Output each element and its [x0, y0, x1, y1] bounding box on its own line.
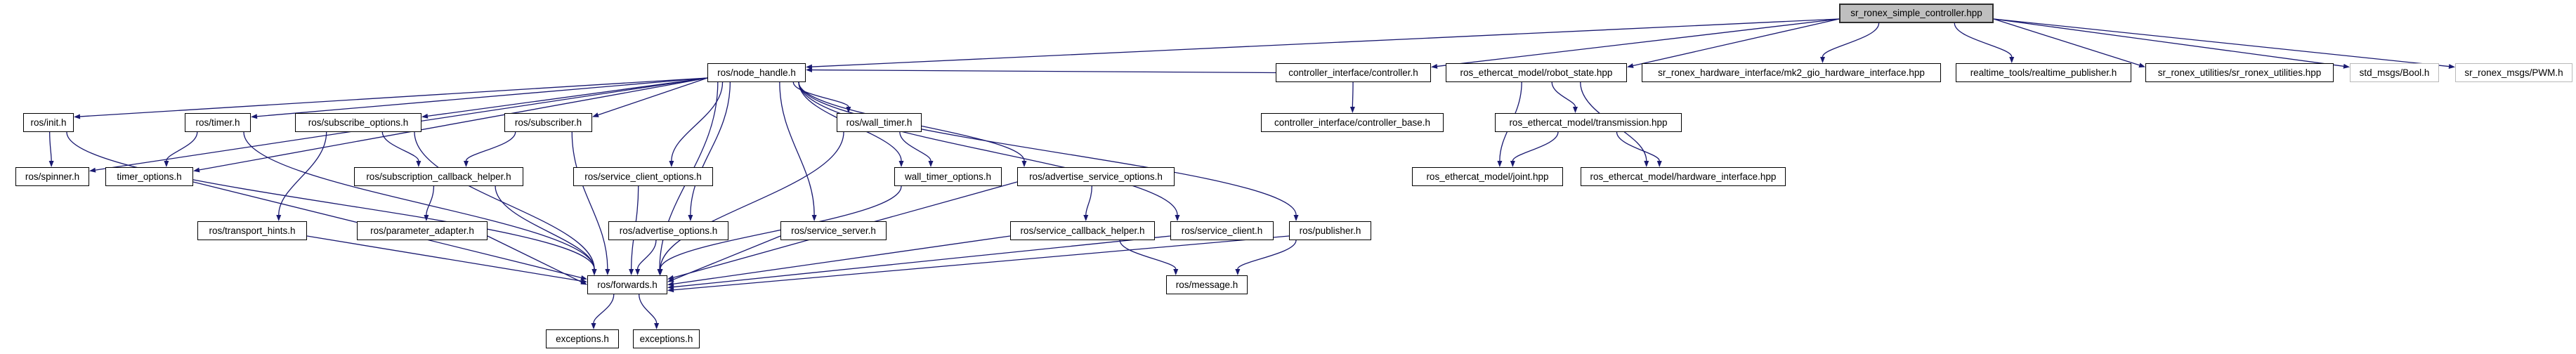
node-exceptions2[interactable]: exceptions.h [633, 329, 700, 348]
node-main: sr_ronex_simple_controller.hpp [1839, 4, 1994, 23]
edge-subscriber-forwards [571, 131, 610, 275]
node-subscription_callback_helper[interactable]: ros/subscription_callback_helper.h [354, 167, 523, 186]
edge-node_handle-service_client [798, 81, 1180, 221]
edge-robot_state-transmission [1551, 81, 1578, 113]
node-hardware_interface[interactable]: ros_ethercat_model/hardware_interface.hp… [1581, 167, 1786, 186]
node-service_client[interactable]: ros/service_client.h [1170, 221, 1274, 240]
edge-wall_timer-forwards [658, 131, 844, 275]
edge-service_client-forwards [667, 235, 1171, 290]
edge-node_handle-service_client_options [669, 81, 724, 167]
edge-main-robot_state [1627, 18, 1840, 68]
node-wall_timer[interactable]: ros/wall_timer.h [837, 113, 922, 132]
edge-service_server-forwards [667, 235, 781, 282]
node-service_client_options[interactable]: ros/service_client_options.h [573, 167, 713, 186]
edge-subscribe_options-subscription_callback_helper [381, 131, 421, 167]
node-service_callback_helper[interactable]: ros/service_callback_helper.h [1010, 221, 1155, 240]
edge-transport_hints-forwards [306, 235, 587, 284]
edge-forwards-exceptions2 [639, 294, 660, 329]
edge-node_handle-advertise_options [688, 81, 731, 221]
node-subscribe_options[interactable]: ros/subscribe_options.h [295, 113, 421, 132]
node-utilities[interactable]: sr_ronex_utilities/sr_ronex_utilities.hp… [2145, 63, 2334, 82]
edge-transmission-joint [1510, 131, 1559, 167]
node-wall_timer_options[interactable]: wall_timer_options.h [894, 167, 1002, 186]
node-advertise_options[interactable]: ros/advertise_options.h [608, 221, 728, 240]
node-node_handle[interactable]: ros/node_handle.h [707, 63, 806, 82]
edge-node_handle-publisher [798, 81, 1299, 221]
edge-node_handle-init [74, 77, 708, 119]
edge-subscribe_options-forwards [414, 131, 597, 275]
node-init[interactable]: ros/init.h [23, 113, 74, 132]
edge-main-pwm [1993, 18, 2455, 70]
node-controller[interactable]: controller_interface/controller.h [1276, 63, 1431, 82]
node-controller_base[interactable]: controller_interface/controller_base.h [1261, 113, 1444, 132]
edge-main-mk2_gio [1820, 22, 1880, 63]
node-realtime_pub[interactable]: realtime_tools/realtime_publisher.h [1956, 63, 2131, 82]
edge-timer-forwards [243, 131, 597, 275]
edge-wall_timer-wall_timer_options [899, 131, 934, 167]
edge-parameter_adapter-forwards [487, 235, 587, 285]
node-pwm: sr_ronex_msgs/PWM.h [2455, 63, 2572, 82]
node-timer_options[interactable]: timer_options.h [105, 167, 193, 186]
edge-transmission-hardware_interface [1616, 131, 1662, 167]
edge-main-controller [1431, 18, 1840, 69]
node-spinner[interactable]: ros/spinner.h [15, 167, 89, 186]
edge-node_handle-wall_timer [792, 81, 851, 113]
edge-service_callback_helper-message [1119, 240, 1179, 275]
node-forwards[interactable]: ros/forwards.h [587, 275, 667, 294]
node-joint[interactable]: ros_ethercat_model/joint.hpp [1412, 167, 1563, 186]
node-service_server[interactable]: ros/service_server.h [780, 221, 887, 240]
node-subscriber[interactable]: ros/subscriber.h [504, 113, 592, 132]
node-mk2_gio[interactable]: sr_ronex_hardware_interface/mk2_gio_hard… [1642, 63, 1941, 82]
edge-advertise_service_options-service_callback_helper [1083, 185, 1092, 221]
edge-publisher-forwards [667, 235, 1290, 293]
edge-main-node_handle [806, 18, 1840, 70]
edge-node_handle-service_server [779, 81, 817, 221]
node-advertise_service_options[interactable]: ros/advertise_service_options.h [1017, 167, 1175, 186]
edge-controller-controller_base [1349, 81, 1355, 113]
node-transport_hints[interactable]: ros/transport_hints.h [197, 221, 307, 240]
edge-controller-node_handle [806, 67, 1276, 74]
edge-advertise_options-forwards [635, 240, 657, 275]
edge-init-spinner [48, 131, 54, 167]
edge-node_handle-subscribe_options [421, 77, 708, 119]
edge-main-std_bool [1993, 18, 2350, 69]
edge-init-forwards [66, 131, 597, 275]
node-timer[interactable]: ros/timer.h [185, 113, 251, 132]
edge-subscription_callback_helper-parameter_adapter [424, 185, 435, 221]
node-transmission[interactable]: ros_ethercat_model/transmission.hpp [1495, 113, 1682, 132]
edge-subscription_callback_helper-forwards [495, 185, 597, 275]
edge-publisher-message [1235, 240, 1297, 275]
node-exceptions1[interactable]: exceptions.h [546, 329, 619, 348]
node-message[interactable]: ros/message.h [1166, 275, 1248, 294]
node-robot_state[interactable]: ros_ethercat_model/robot_state.hpp [1446, 63, 1627, 82]
edge-main-utilities [1993, 18, 2145, 68]
node-parameter_adapter[interactable]: ros/parameter_adapter.h [357, 221, 488, 240]
edge-node_handle-timer [251, 77, 708, 119]
edge-node_handle-timer_options [193, 77, 708, 173]
edge-node_handle-subscriber [592, 77, 708, 117]
edge-forwards-exceptions1 [591, 294, 615, 329]
edge-timer-timer_options [164, 131, 198, 167]
edge-subscriber-subscription_callback_helper [464, 131, 516, 167]
node-publisher[interactable]: ros/publisher.h [1289, 221, 1371, 240]
node-std_bool: std_msgs/Bool.h [2350, 63, 2439, 82]
edge-main-realtime_pub [1954, 22, 2015, 63]
edge-subscribe_options-transport_hints [276, 131, 327, 221]
